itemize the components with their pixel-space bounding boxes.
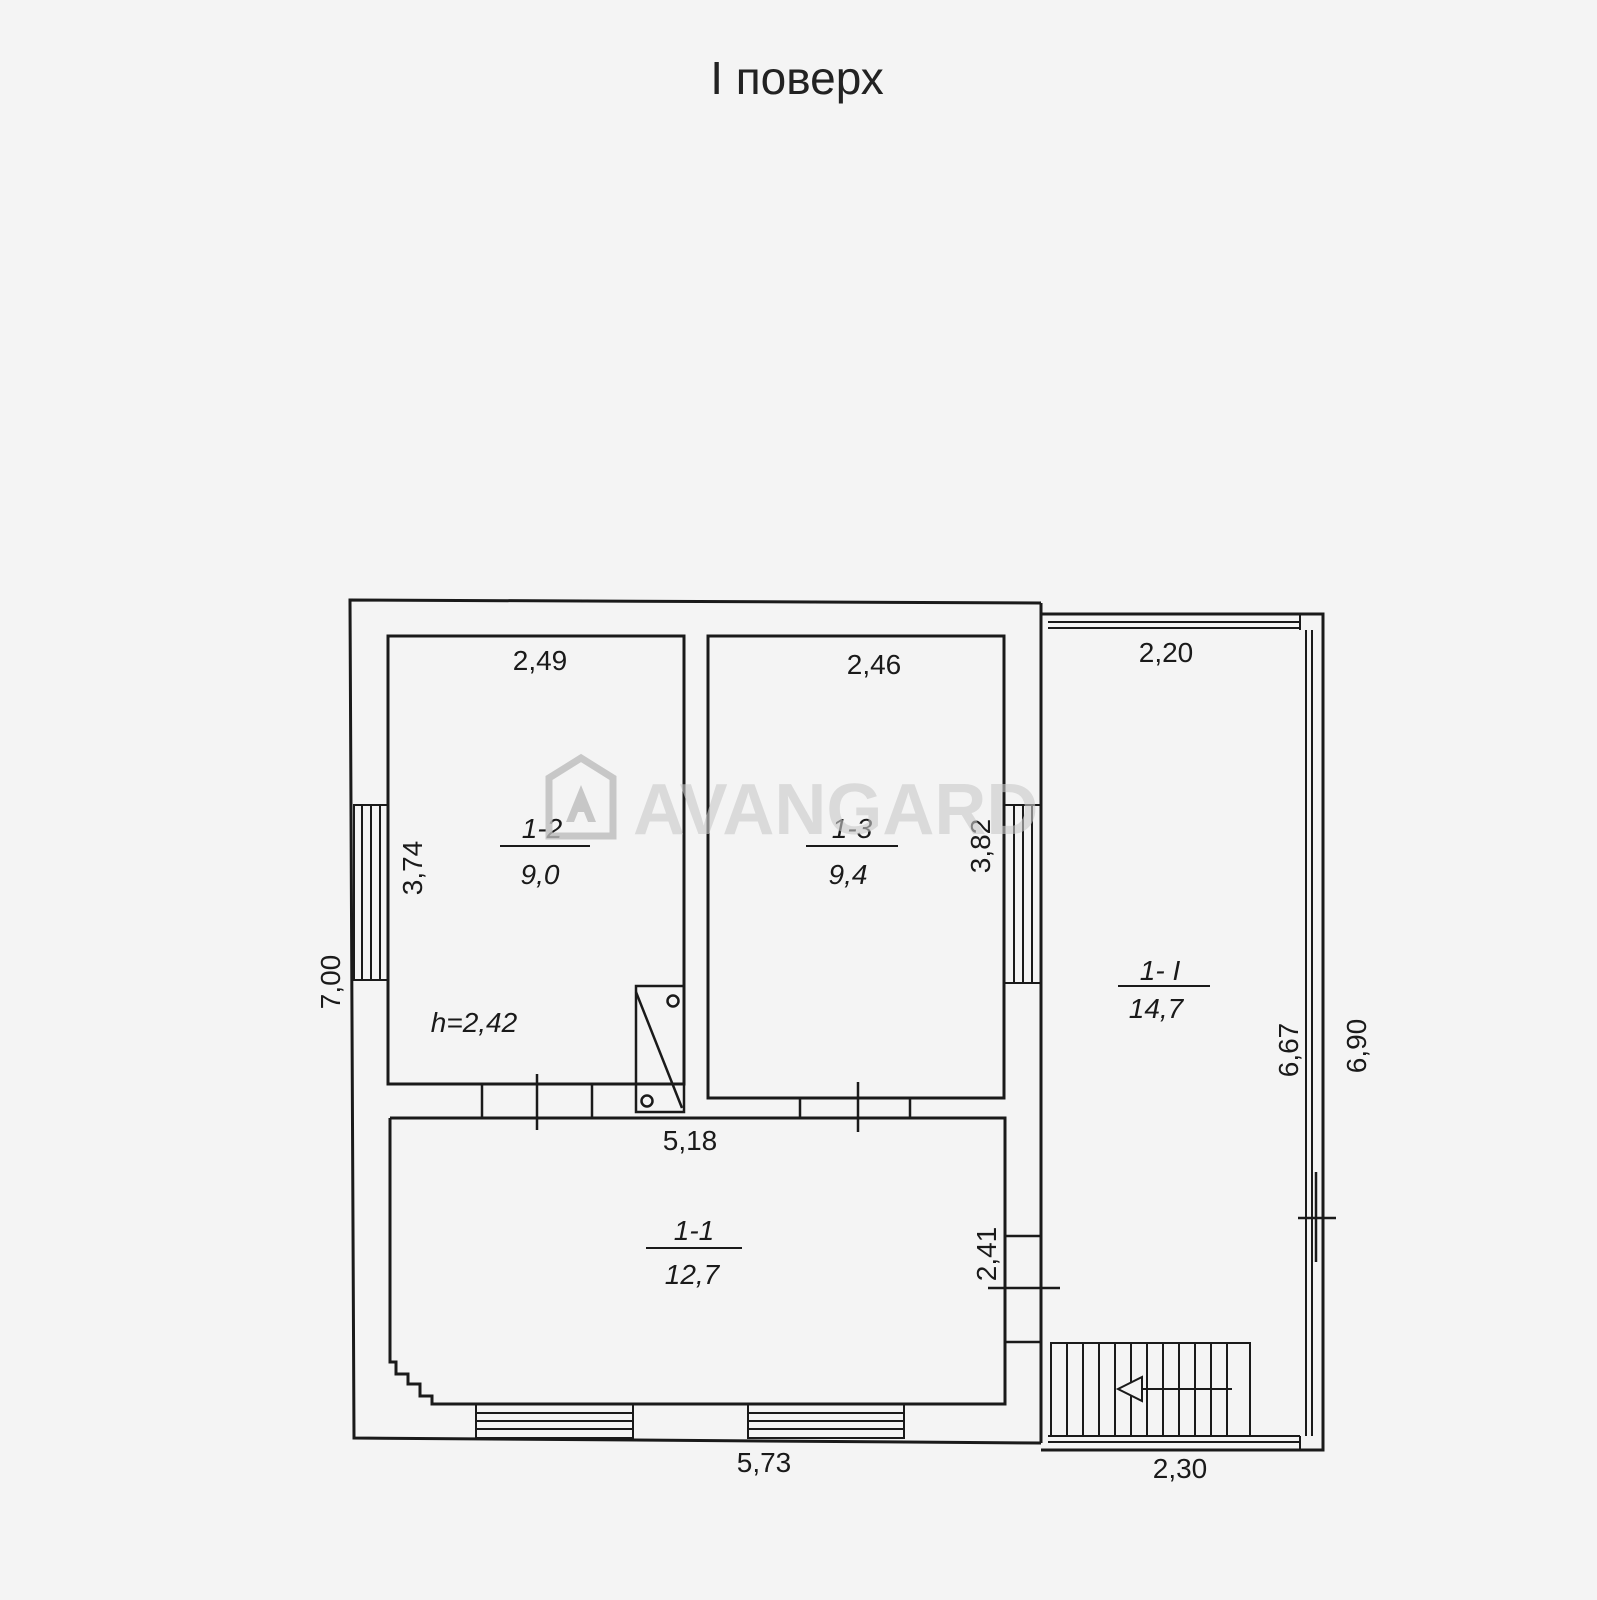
stove <box>634 984 686 1114</box>
watermark-text: AVANGARD <box>633 770 1038 850</box>
room-1-1-id: 1-1 <box>674 1215 714 1246</box>
room-1-1-wall <box>388 1116 1007 1406</box>
stove-vent-bottom <box>640 1094 654 1108</box>
stove-vent-top <box>666 994 680 1008</box>
stove-diagonal <box>634 991 684 1109</box>
room-1-3-area: 9,4 <box>829 859 868 890</box>
room-1-1-area: 12,7 <box>665 1259 721 1290</box>
terrace-id: 1- I <box>1140 955 1181 986</box>
outer-wall <box>348 598 1042 1445</box>
dim-room-1-2-length: 3,74 <box>397 841 428 896</box>
dim-room-1-1-width: 5,18 <box>663 1125 718 1156</box>
terrace-wall <box>1041 612 1325 1452</box>
dim-room-1-3-length: 3,82 <box>965 819 996 874</box>
dim-terrace-outer-length: 6,90 <box>1341 1019 1372 1074</box>
floor-title: І поверх <box>710 52 884 104</box>
watermark: AVANGARD <box>545 753 1038 850</box>
window-right <box>1003 804 1042 984</box>
door-1-3 <box>798 1096 912 1120</box>
terrace-area: 14,7 <box>1129 993 1185 1024</box>
avangard-logo-icon <box>545 753 617 840</box>
dim-room-1-1-length: 2,41 <box>971 1227 1002 1282</box>
dim-terrace-bottom: 2,30 <box>1153 1453 1208 1484</box>
dim-room-1-3-width: 2,46 <box>847 649 902 680</box>
window-bottom-left <box>475 1403 634 1439</box>
room-1-2-area: 9,0 <box>521 859 560 890</box>
dim-overall-left: 7,00 <box>315 955 346 1010</box>
stairs-arrow-icon <box>1115 1375 1232 1403</box>
window-left <box>353 804 389 981</box>
window-bottom-right <box>747 1403 905 1439</box>
dim-room-1-2-width: 2,49 <box>513 645 568 676</box>
dim-terrace-top: 2,20 <box>1139 637 1194 668</box>
dim-ceiling-height: h=2,42 <box>431 1007 518 1038</box>
dim-terrace-inner-length: 6,67 <box>1273 1023 1304 1078</box>
dim-overall-bottom: 5,73 <box>737 1447 792 1478</box>
room-1-3-id: 1-3 <box>832 813 873 844</box>
